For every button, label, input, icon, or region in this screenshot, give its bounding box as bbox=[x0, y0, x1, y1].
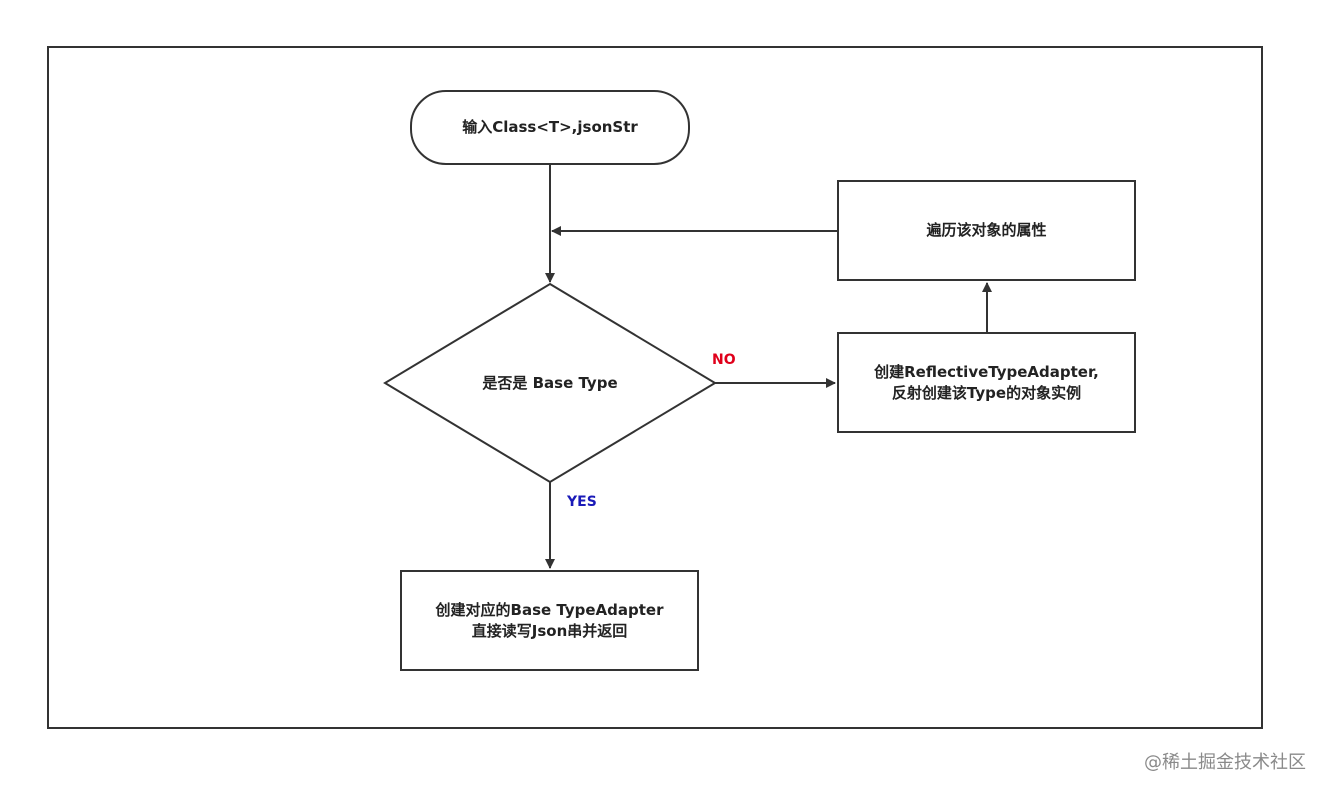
no-branch-label: NO bbox=[712, 352, 736, 368]
base-adapter-node: 创建对应的Base TypeAdapter 直接读写Json串并返回 bbox=[400, 570, 699, 671]
yes-branch-label: YES bbox=[567, 494, 597, 510]
start-node-label: 输入Class<T>,jsonStr bbox=[462, 118, 638, 136]
iterate-properties-node: 遍历该对象的属性 bbox=[837, 180, 1136, 281]
watermark: @稀土掘金技术社区 bbox=[1144, 752, 1306, 773]
reflective-adapter-line-1: 创建ReflectiveTypeAdapter, bbox=[874, 362, 1099, 381]
reflective-adapter-line-2: 反射创建该Type的对象实例 bbox=[891, 383, 1082, 402]
reflective-adapter-node: 创建ReflectiveTypeAdapter, 反射创建该Type的对象实例 bbox=[837, 332, 1136, 433]
base-adapter-line-2: 直接读写Json串并返回 bbox=[471, 621, 628, 640]
start-node: 输入Class<T>,jsonStr bbox=[410, 90, 690, 165]
iterate-properties-label: 遍历该对象的属性 bbox=[926, 221, 1047, 239]
diagram-frame bbox=[47, 46, 1263, 729]
base-adapter-line-1: 创建对应的Base TypeAdapter bbox=[435, 600, 664, 619]
decision-label: 是否是 Base Type bbox=[482, 374, 618, 392]
